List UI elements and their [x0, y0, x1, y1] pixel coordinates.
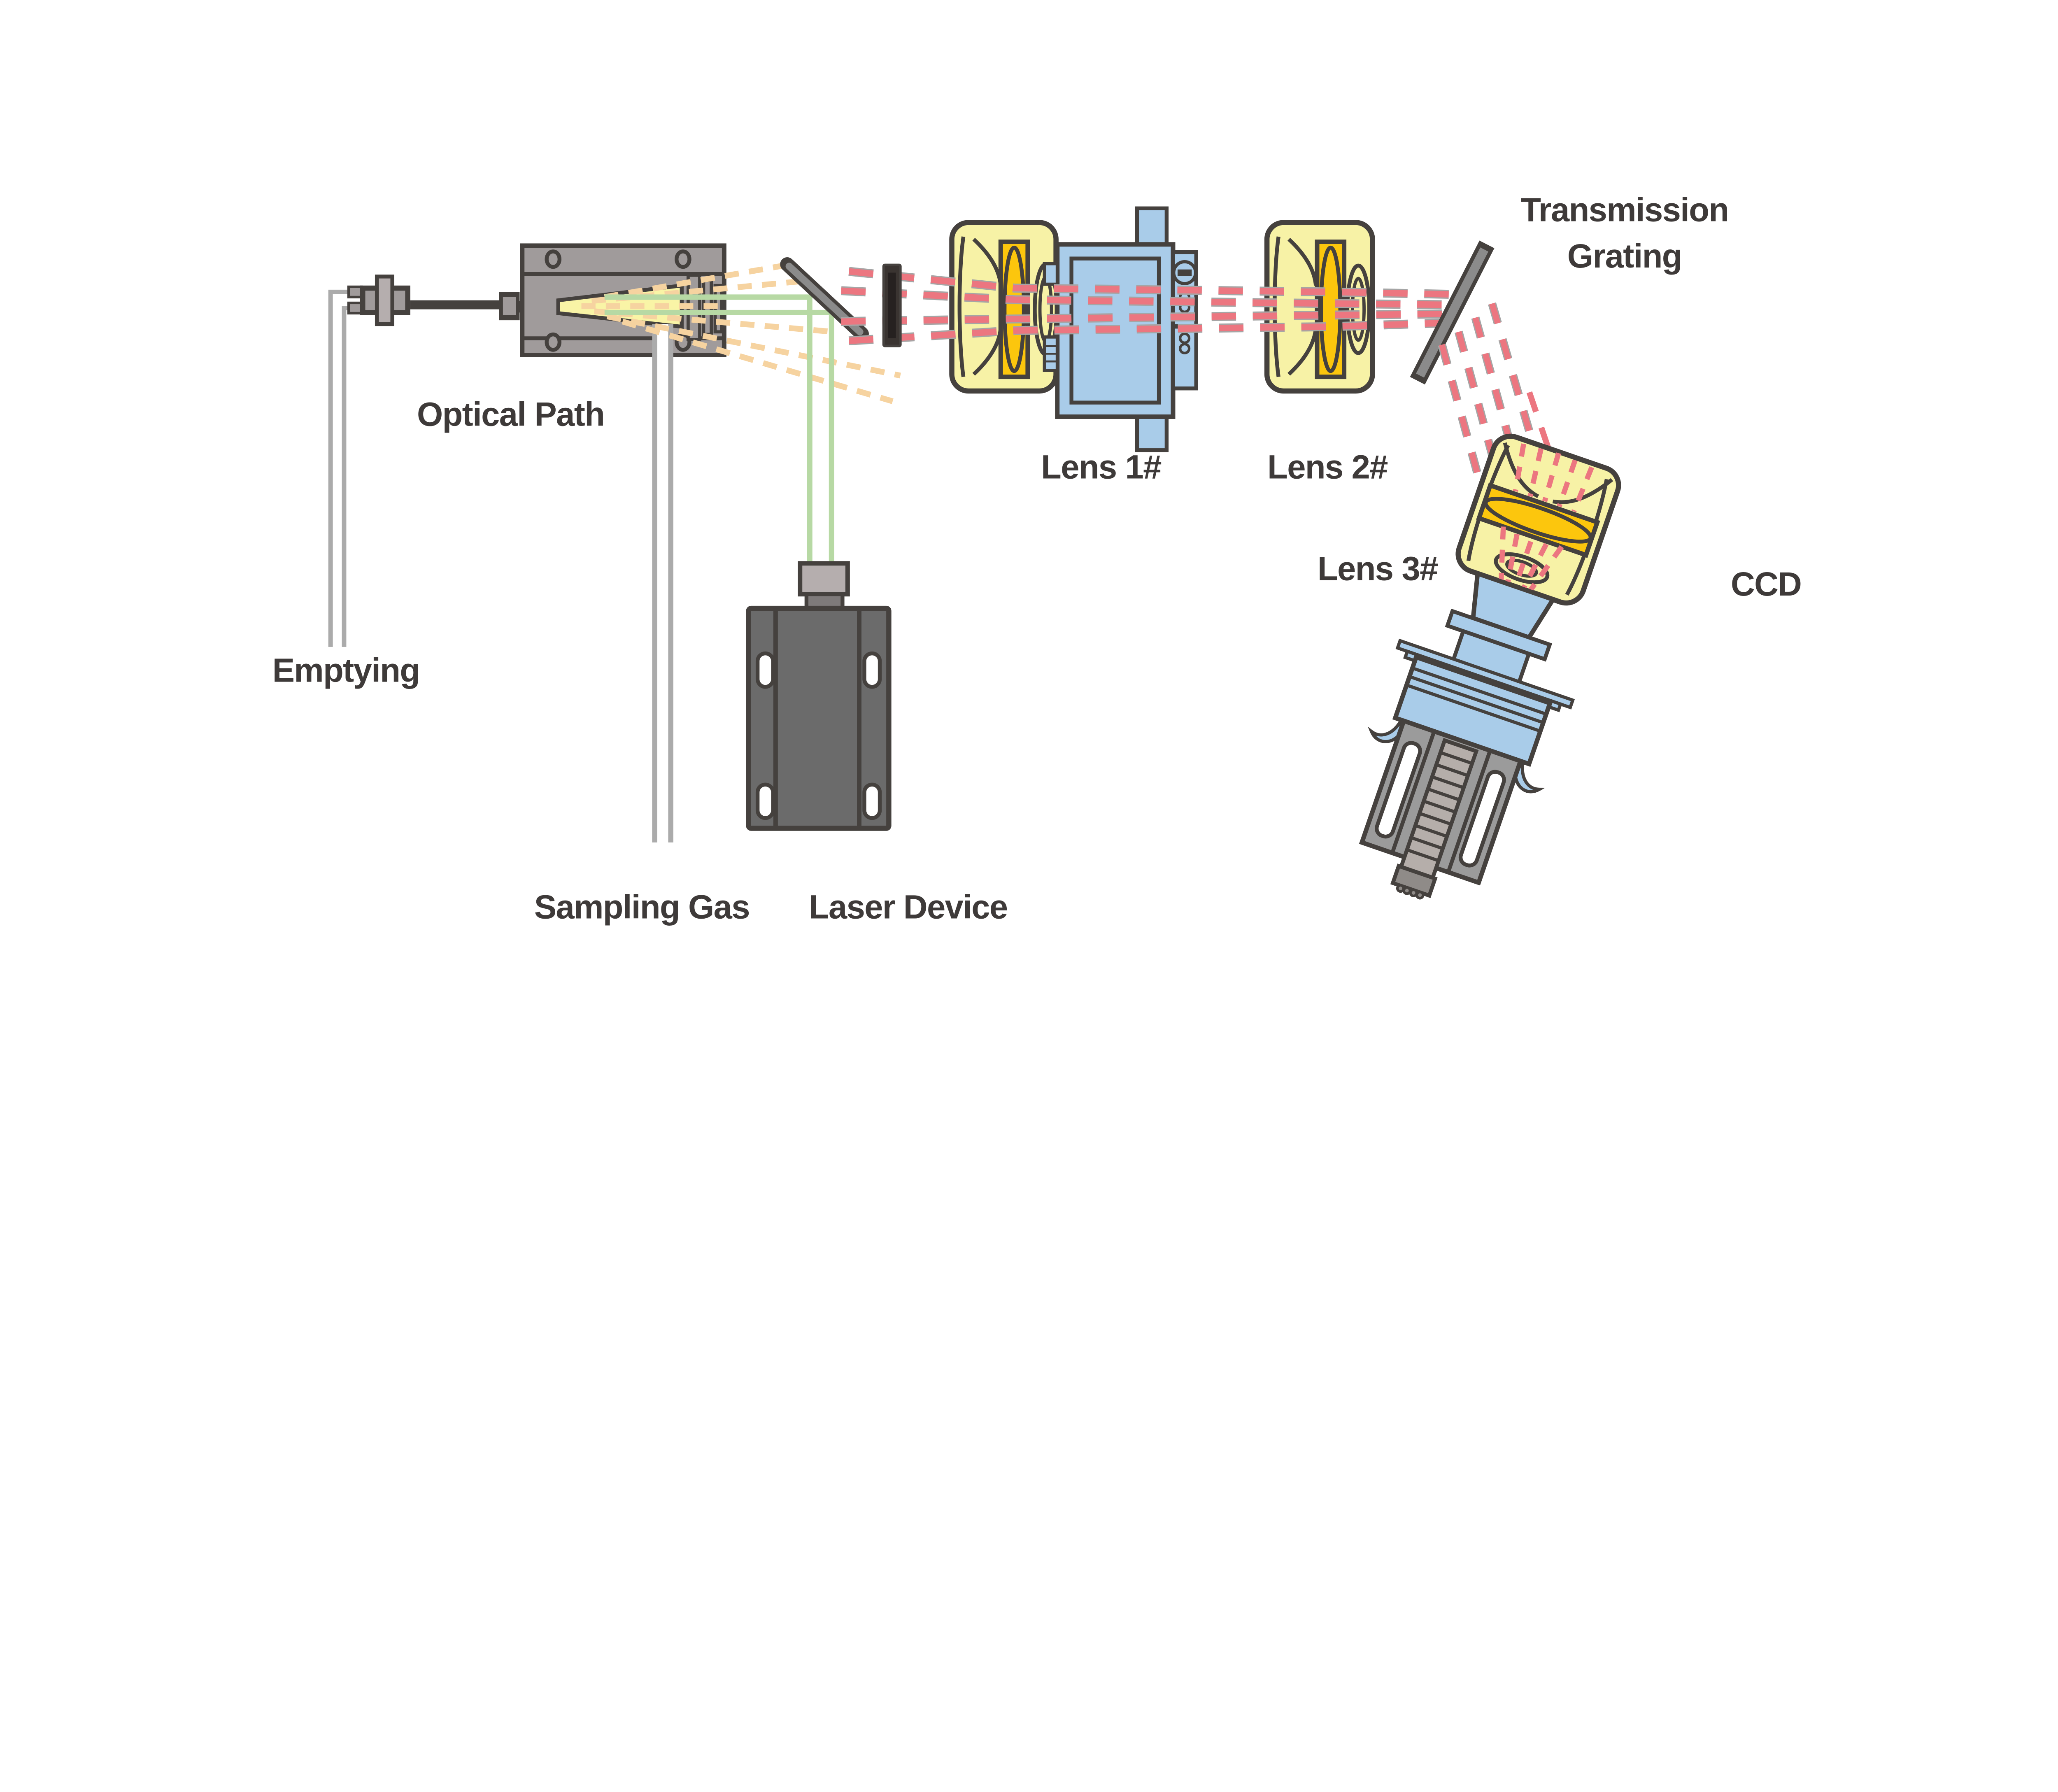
emptying-tube	[328, 289, 359, 647]
optical-path-label: Optical Path	[417, 396, 604, 433]
laser-device-label: Laser Device	[809, 888, 1008, 926]
lens-3-ccd-assembly	[1359, 433, 1621, 900]
sampling-gas-label: Sampling Gas	[534, 888, 750, 926]
ccd-label: CCD	[1731, 566, 1801, 603]
transmission-grating-label-line1: Transmission	[1520, 191, 1728, 229]
raman-signal-rays	[841, 267, 1462, 346]
inlet-rod	[410, 300, 499, 310]
lens-3-label: Lens 3#	[1318, 550, 1438, 587]
notch-filter	[882, 263, 902, 347]
lens-3-glass	[1483, 497, 1593, 544]
lens-1-glass	[1002, 245, 1026, 373]
laser-device	[746, 561, 892, 831]
lens-3-internal-rays	[1513, 443, 1595, 512]
lens-2-label: Lens 2#	[1267, 449, 1388, 486]
transmission-grating	[1410, 240, 1495, 385]
diagram-canvas: Optical Path Emptying Sampling Gas Laser…	[272, 191, 1802, 926]
lens-1-label: Lens 1#	[1041, 449, 1161, 486]
lens-2-glass	[1319, 245, 1342, 373]
lens-2-assembly	[1264, 220, 1375, 394]
ccd-camera	[1359, 570, 1575, 900]
lens-1-assembly	[949, 220, 1059, 394]
inlet-fitting	[347, 275, 559, 326]
emptying-label: Emptying	[272, 652, 420, 689]
sampling-gas-tube	[652, 324, 673, 842]
transmission-grating-label-line2: Grating	[1567, 237, 1682, 275]
optical-system-diagram: Optical Path Emptying Sampling Gas Laser…	[272, 191, 1802, 926]
